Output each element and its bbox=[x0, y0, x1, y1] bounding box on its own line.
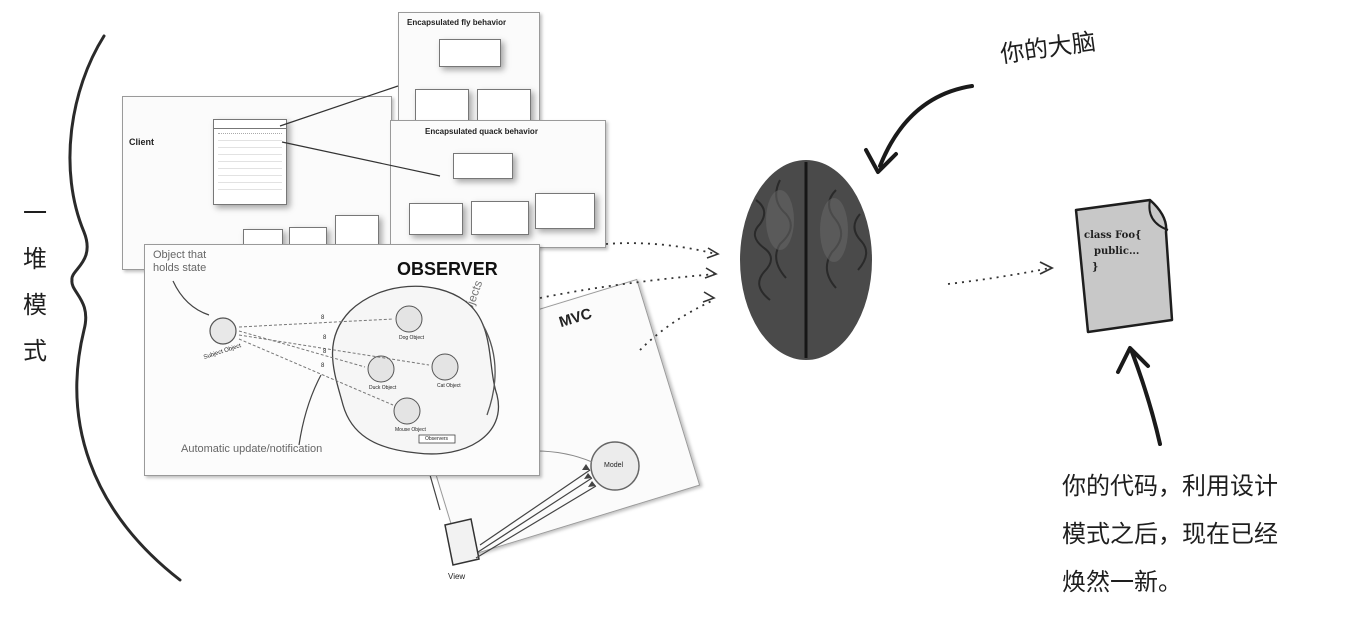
dog-label: Dog Object bbox=[399, 335, 425, 341]
quack-impl-box bbox=[409, 203, 463, 235]
dotted-arrow bbox=[947, 267, 1051, 285]
client-card: Client bbox=[122, 96, 392, 270]
code-note-line: 你的代码，利用设计 bbox=[1062, 472, 1278, 500]
side-label-char: 模 bbox=[23, 291, 47, 319]
state-label-line: holds state bbox=[153, 262, 207, 274]
state-label: Object that holds state bbox=[153, 249, 206, 275]
observers-label: Observers bbox=[425, 436, 449, 442]
state-label-line: Object that bbox=[153, 249, 207, 261]
side-label-char: 堆 bbox=[23, 245, 47, 273]
code-file-icon bbox=[1074, 198, 1174, 334]
quack-behavior-title: Encapsulated quack behavior bbox=[425, 127, 538, 136]
mvc-model-label: Model bbox=[604, 462, 624, 469]
code-file-text: class Foo{ public... } bbox=[1084, 228, 1141, 276]
code-note-line: 焕然一新。 bbox=[1062, 568, 1182, 596]
observer-card: OBSERVER Object that holds state Automat… bbox=[144, 244, 540, 476]
value-label: 8 bbox=[323, 335, 327, 341]
quack-impl-box bbox=[535, 193, 595, 229]
dotted-arrow bbox=[605, 242, 717, 255]
dotted-arrow bbox=[539, 273, 717, 299]
code-note-line: 模式之后，现在已经 bbox=[1062, 520, 1278, 548]
mouse-label: Mouse Object bbox=[395, 427, 426, 433]
value-label: 8 bbox=[321, 363, 325, 369]
value-label: 8 bbox=[323, 349, 327, 355]
quack-impl-box bbox=[471, 201, 529, 235]
code-note: 你的代码，利用设计 模式之后，现在已经 焕然一新。 bbox=[1062, 462, 1278, 606]
side-label: 一 堆 模 式 bbox=[22, 190, 48, 374]
mvc-view-label: View bbox=[448, 572, 466, 581]
code-arrow bbox=[1130, 350, 1162, 446]
brain-arrow bbox=[878, 84, 974, 168]
update-label: Automatic update/notification bbox=[181, 443, 323, 455]
observer-diagram bbox=[172, 280, 500, 455]
fly-impl-box bbox=[415, 89, 469, 123]
fly-impl-box bbox=[477, 89, 531, 123]
duck-label: Duck Object bbox=[369, 385, 397, 391]
dotted-arrow bbox=[639, 299, 715, 351]
code-line: } bbox=[1092, 262, 1099, 273]
fly-behavior-title: Encapsulated fly behavior bbox=[407, 18, 507, 27]
code-line: public... bbox=[1094, 246, 1140, 257]
client-title: Client bbox=[129, 137, 155, 147]
cat-label: Cat Object bbox=[437, 383, 461, 389]
side-label-char: 一 bbox=[23, 199, 47, 227]
code-line: class Foo{ bbox=[1084, 230, 1142, 241]
value-label: 8 bbox=[321, 315, 325, 321]
observer-title: OBSERVER bbox=[397, 259, 498, 279]
duck-class-box bbox=[213, 119, 287, 205]
quack-interface-box bbox=[453, 153, 513, 179]
brain-image bbox=[740, 160, 872, 360]
fly-interface-box bbox=[439, 39, 501, 67]
side-label-char: 式 bbox=[23, 337, 47, 365]
